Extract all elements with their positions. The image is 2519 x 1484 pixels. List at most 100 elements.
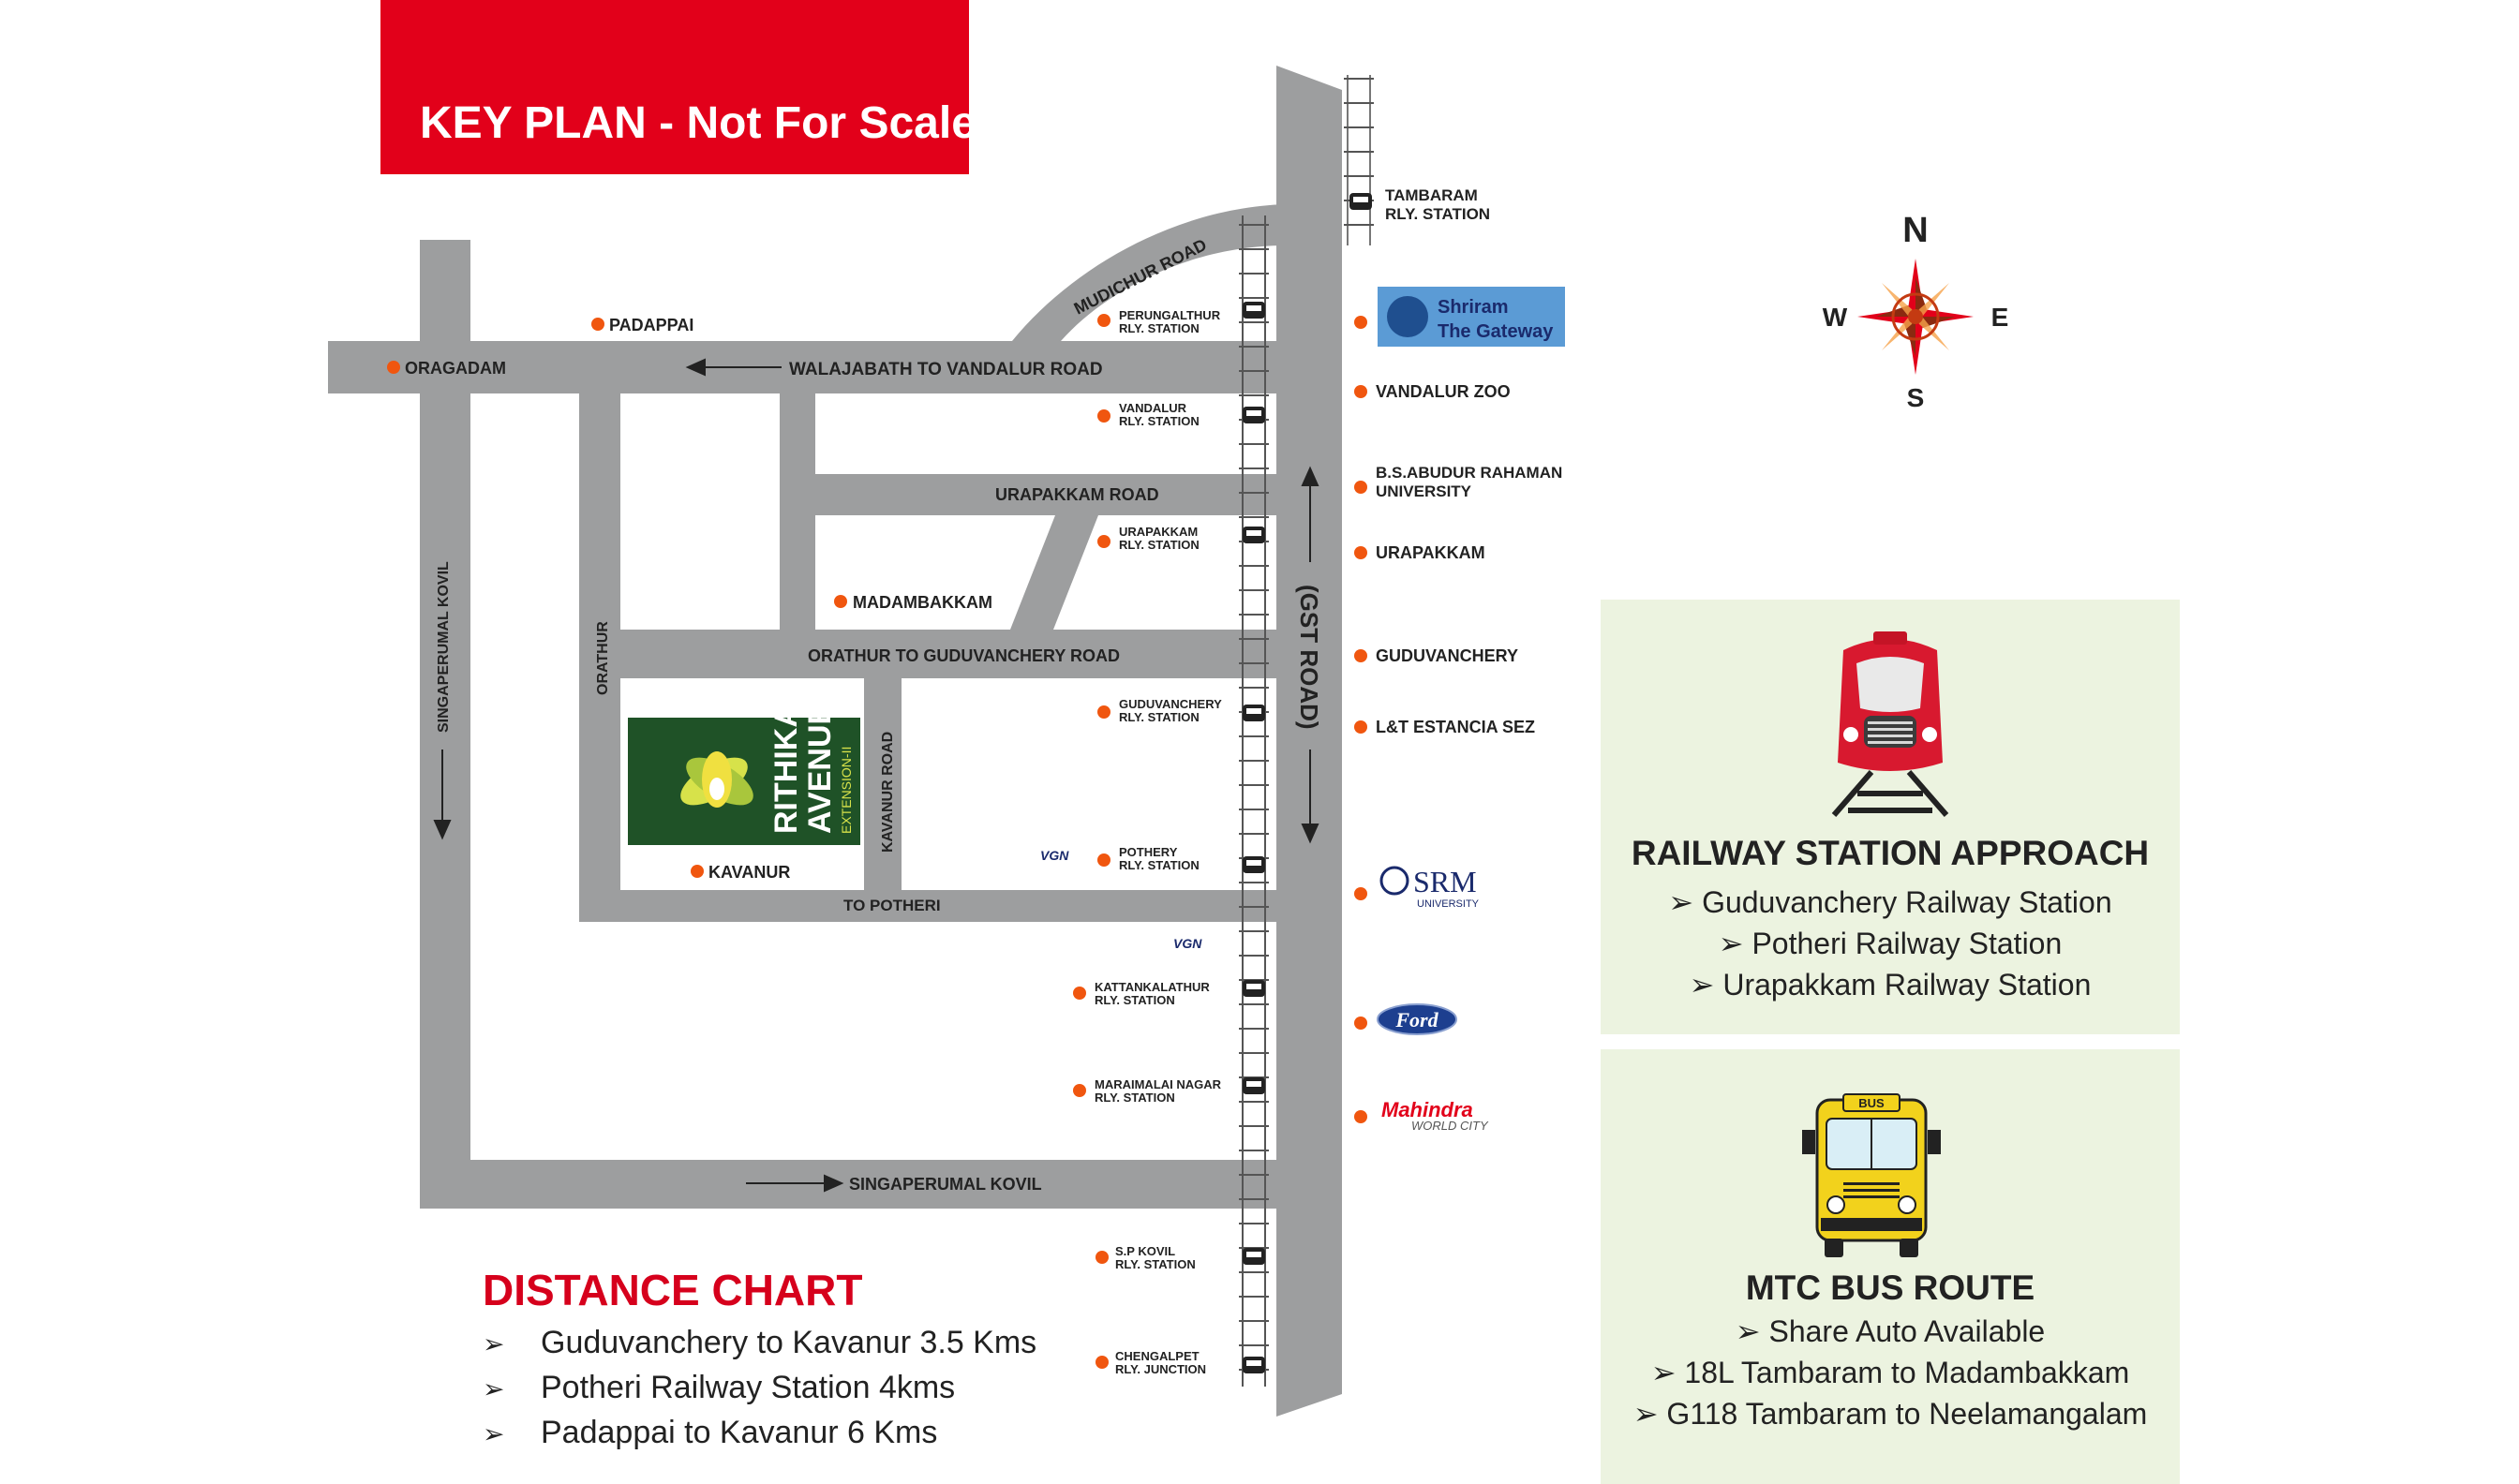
- distance-chart-title: DISTANCE CHART: [483, 1266, 863, 1314]
- station-spkovil-1: S.P KOVIL: [1115, 1244, 1175, 1258]
- train-icon: [1831, 631, 1949, 817]
- distance-item-label: Padappai to Kavanur 6 Kms: [541, 1415, 938, 1450]
- road-kavanur: [864, 678, 902, 890]
- bullet-icon: ➢: [483, 1374, 505, 1403]
- railway-item: ➢ Guduvanchery Railway Station: [1601, 884, 2180, 920]
- bullet-icon: ➢: [1689, 968, 1715, 1002]
- station-markers: TAMBARAM RLY. STATION PERUNGALTHUR RLY. …: [1073, 186, 1490, 1376]
- bullet-icon: ➢: [1735, 1314, 1761, 1348]
- road-singaperumal-bottom: [420, 1160, 1282, 1209]
- label-urapakkam-road: URAPAKKAM ROAD: [995, 485, 1159, 504]
- road-urapakkam: [780, 474, 1276, 515]
- distance-item: ➢ Padappai to Kavanur 6 Kms: [483, 1415, 937, 1451]
- station-tambaram-2: RLY. STATION: [1385, 205, 1490, 223]
- station-vandalur-2: RLY. STATION: [1119, 414, 1200, 428]
- bus-panel: BUS MTC BUS ROUTE ➢ Share Auto Available…: [1601, 1049, 2180, 1484]
- title-banner: KEY PLAN - Not For Scale: [380, 0, 976, 174]
- bullet-icon: ➢: [483, 1419, 505, 1448]
- distance-item: ➢ Potheri Railway Station 4kms: [483, 1370, 955, 1406]
- srm-logo: SRM UNIVERSITY: [1379, 865, 1480, 910]
- road-orathur-guduvanchery: [579, 630, 1276, 678]
- shriram-logo: Shriram The Gateway: [1378, 287, 1565, 347]
- road-mudichur: [1012, 204, 1286, 341]
- station-maraimalai-1: MARAIMALAI NAGAR: [1095, 1077, 1222, 1091]
- shriram-line-2: The Gateway: [1438, 321, 1554, 342]
- train-icon: [1243, 980, 1265, 997]
- bullet-icon: ➢: [1718, 927, 1744, 960]
- vgn-logo-1: VGN: [1040, 848, 1069, 863]
- compass-w: W: [1823, 303, 1848, 332]
- compass-rose-icon: N S W E: [1823, 211, 2009, 412]
- label-oragadam: ORAGADAM: [405, 359, 506, 378]
- station-pothery-2: RLY. STATION: [1119, 858, 1200, 872]
- train-icon: [1243, 1357, 1265, 1373]
- label-kavanur-road: KAVANUR ROAD: [880, 732, 896, 853]
- label-bs-abdur-2: UNIVERSITY: [1376, 482, 1472, 500]
- mahindra-logo: Mahindra WORLD CITY: [1381, 1098, 1489, 1133]
- label-singaperumal-left: SINGAPERUMAL KOVIL: [436, 561, 452, 733]
- railway-item: ➢ Urapakkam Railway Station: [1601, 967, 2180, 1002]
- station-kattankalathur-1: KATTANKALATHUR: [1095, 980, 1210, 994]
- project-name-2: AVENUE: [802, 704, 838, 834]
- label-gst-road: (GST ROAD): [1295, 585, 1323, 730]
- train-icon: [1243, 856, 1265, 873]
- label-bs-abdur-1: B.S.ABUDUR RAHAMAN: [1376, 464, 1562, 482]
- station-perungalathur-2: RLY. STATION: [1119, 321, 1200, 335]
- road-gst: [1276, 66, 1342, 1417]
- railway-panel-title: RAILWAY STATION APPROACH: [1631, 834, 2150, 872]
- railway-panel: RAILWAY STATION APPROACH ➢ Guduvanchery …: [1601, 600, 2180, 1034]
- compass-s: S: [1907, 383, 1925, 412]
- road-network: [328, 66, 1342, 1417]
- compass-e: E: [1991, 303, 2009, 332]
- mahindra-line-1: Mahindra: [1381, 1098, 1473, 1121]
- station-pothery-1: POTHERY: [1119, 845, 1178, 859]
- label-orathur: ORATHUR: [595, 621, 611, 695]
- label-vandalur-zoo: VANDALUR ZOO: [1376, 382, 1511, 401]
- label-madambakkam: MADAMBAKKAM: [853, 593, 992, 612]
- road-diagonal-link: [1010, 515, 1098, 630]
- compass-n: N: [1902, 211, 1928, 250]
- label-to-potheri: TO POTHERI: [843, 897, 941, 914]
- bus-item-label: Share Auto Available: [1768, 1314, 2046, 1348]
- train-icon: [1349, 193, 1372, 210]
- distance-item-label: Potheri Railway Station 4kms: [541, 1370, 956, 1405]
- train-icon: [1243, 407, 1265, 423]
- station-urapakkam-2: RLY. STATION: [1119, 538, 1200, 552]
- bus-panel-title: MTC BUS ROUTE: [1745, 1269, 2035, 1307]
- vgn-logos: VGN VGN: [1040, 848, 1202, 951]
- srm-line-1: SRM: [1413, 865, 1477, 898]
- label-guduvanchery-landmark: GUDUVANCHERY: [1376, 646, 1518, 665]
- railway-item: ➢ Potheri Railway Station: [1601, 926, 2180, 961]
- bus-sign: BUS: [1858, 1096, 1885, 1110]
- distance-item-label: Guduvanchery to Kavanur 3.5 Kms: [541, 1325, 1037, 1360]
- bus-item: ➢ G118 Tambaram to Neelamangalam: [1601, 1396, 2180, 1432]
- srm-line-2: UNIVERSITY: [1417, 898, 1480, 910]
- train-icon: [1243, 302, 1265, 319]
- bullet-icon: ➢: [1668, 885, 1694, 919]
- direction-arrows: [433, 358, 1319, 1193]
- bullet-icon: ➢: [483, 1329, 505, 1358]
- station-perungalathur-1: PERUNGALTHUR: [1119, 308, 1221, 322]
- station-kattankalathur-2: RLY. STATION: [1095, 993, 1175, 1007]
- label-kavanur: KAVANUR: [708, 863, 790, 882]
- railway-item-label: Guduvanchery Railway Station: [1702, 885, 2112, 919]
- project-name-1: RITHIKA: [768, 705, 804, 834]
- station-chengalpet-2: RLY. JUNCTION: [1115, 1362, 1206, 1376]
- bus-item: ➢ 18L Tambaram to Madambakkam: [1601, 1355, 2180, 1390]
- place-markers: PADAPPAI ORAGADAM MADAMBAKKAM KAVANUR: [387, 316, 992, 882]
- label-lt-estancia: L&T ESTANCIA SEZ: [1376, 718, 1535, 736]
- station-tambaram-1: TAMBARAM: [1385, 186, 1478, 204]
- project-name-3: EXTENSION-II: [839, 747, 854, 834]
- bus-item-label: 18L Tambaram to Madambakkam: [1684, 1356, 2130, 1389]
- ford-logo: Ford: [1377, 1003, 1457, 1035]
- station-vandalur-1: VANDALUR: [1119, 401, 1187, 415]
- road-to-potheri: [579, 890, 1276, 922]
- project-logo: RITHIKA AVENUE EXTENSION-II: [628, 704, 860, 845]
- vgn-logo-2: VGN: [1173, 936, 1202, 951]
- train-icon: [1243, 705, 1265, 721]
- page-title: KEY PLAN - Not For Scale: [420, 98, 976, 148]
- distance-item: ➢ Guduvanchery to Kavanur 3.5 Kms: [483, 1325, 1036, 1361]
- station-chengalpet-1: CHENGALPET: [1115, 1349, 1200, 1363]
- label-singaperumal-bottom: SINGAPERUMAL KOVIL: [849, 1175, 1042, 1194]
